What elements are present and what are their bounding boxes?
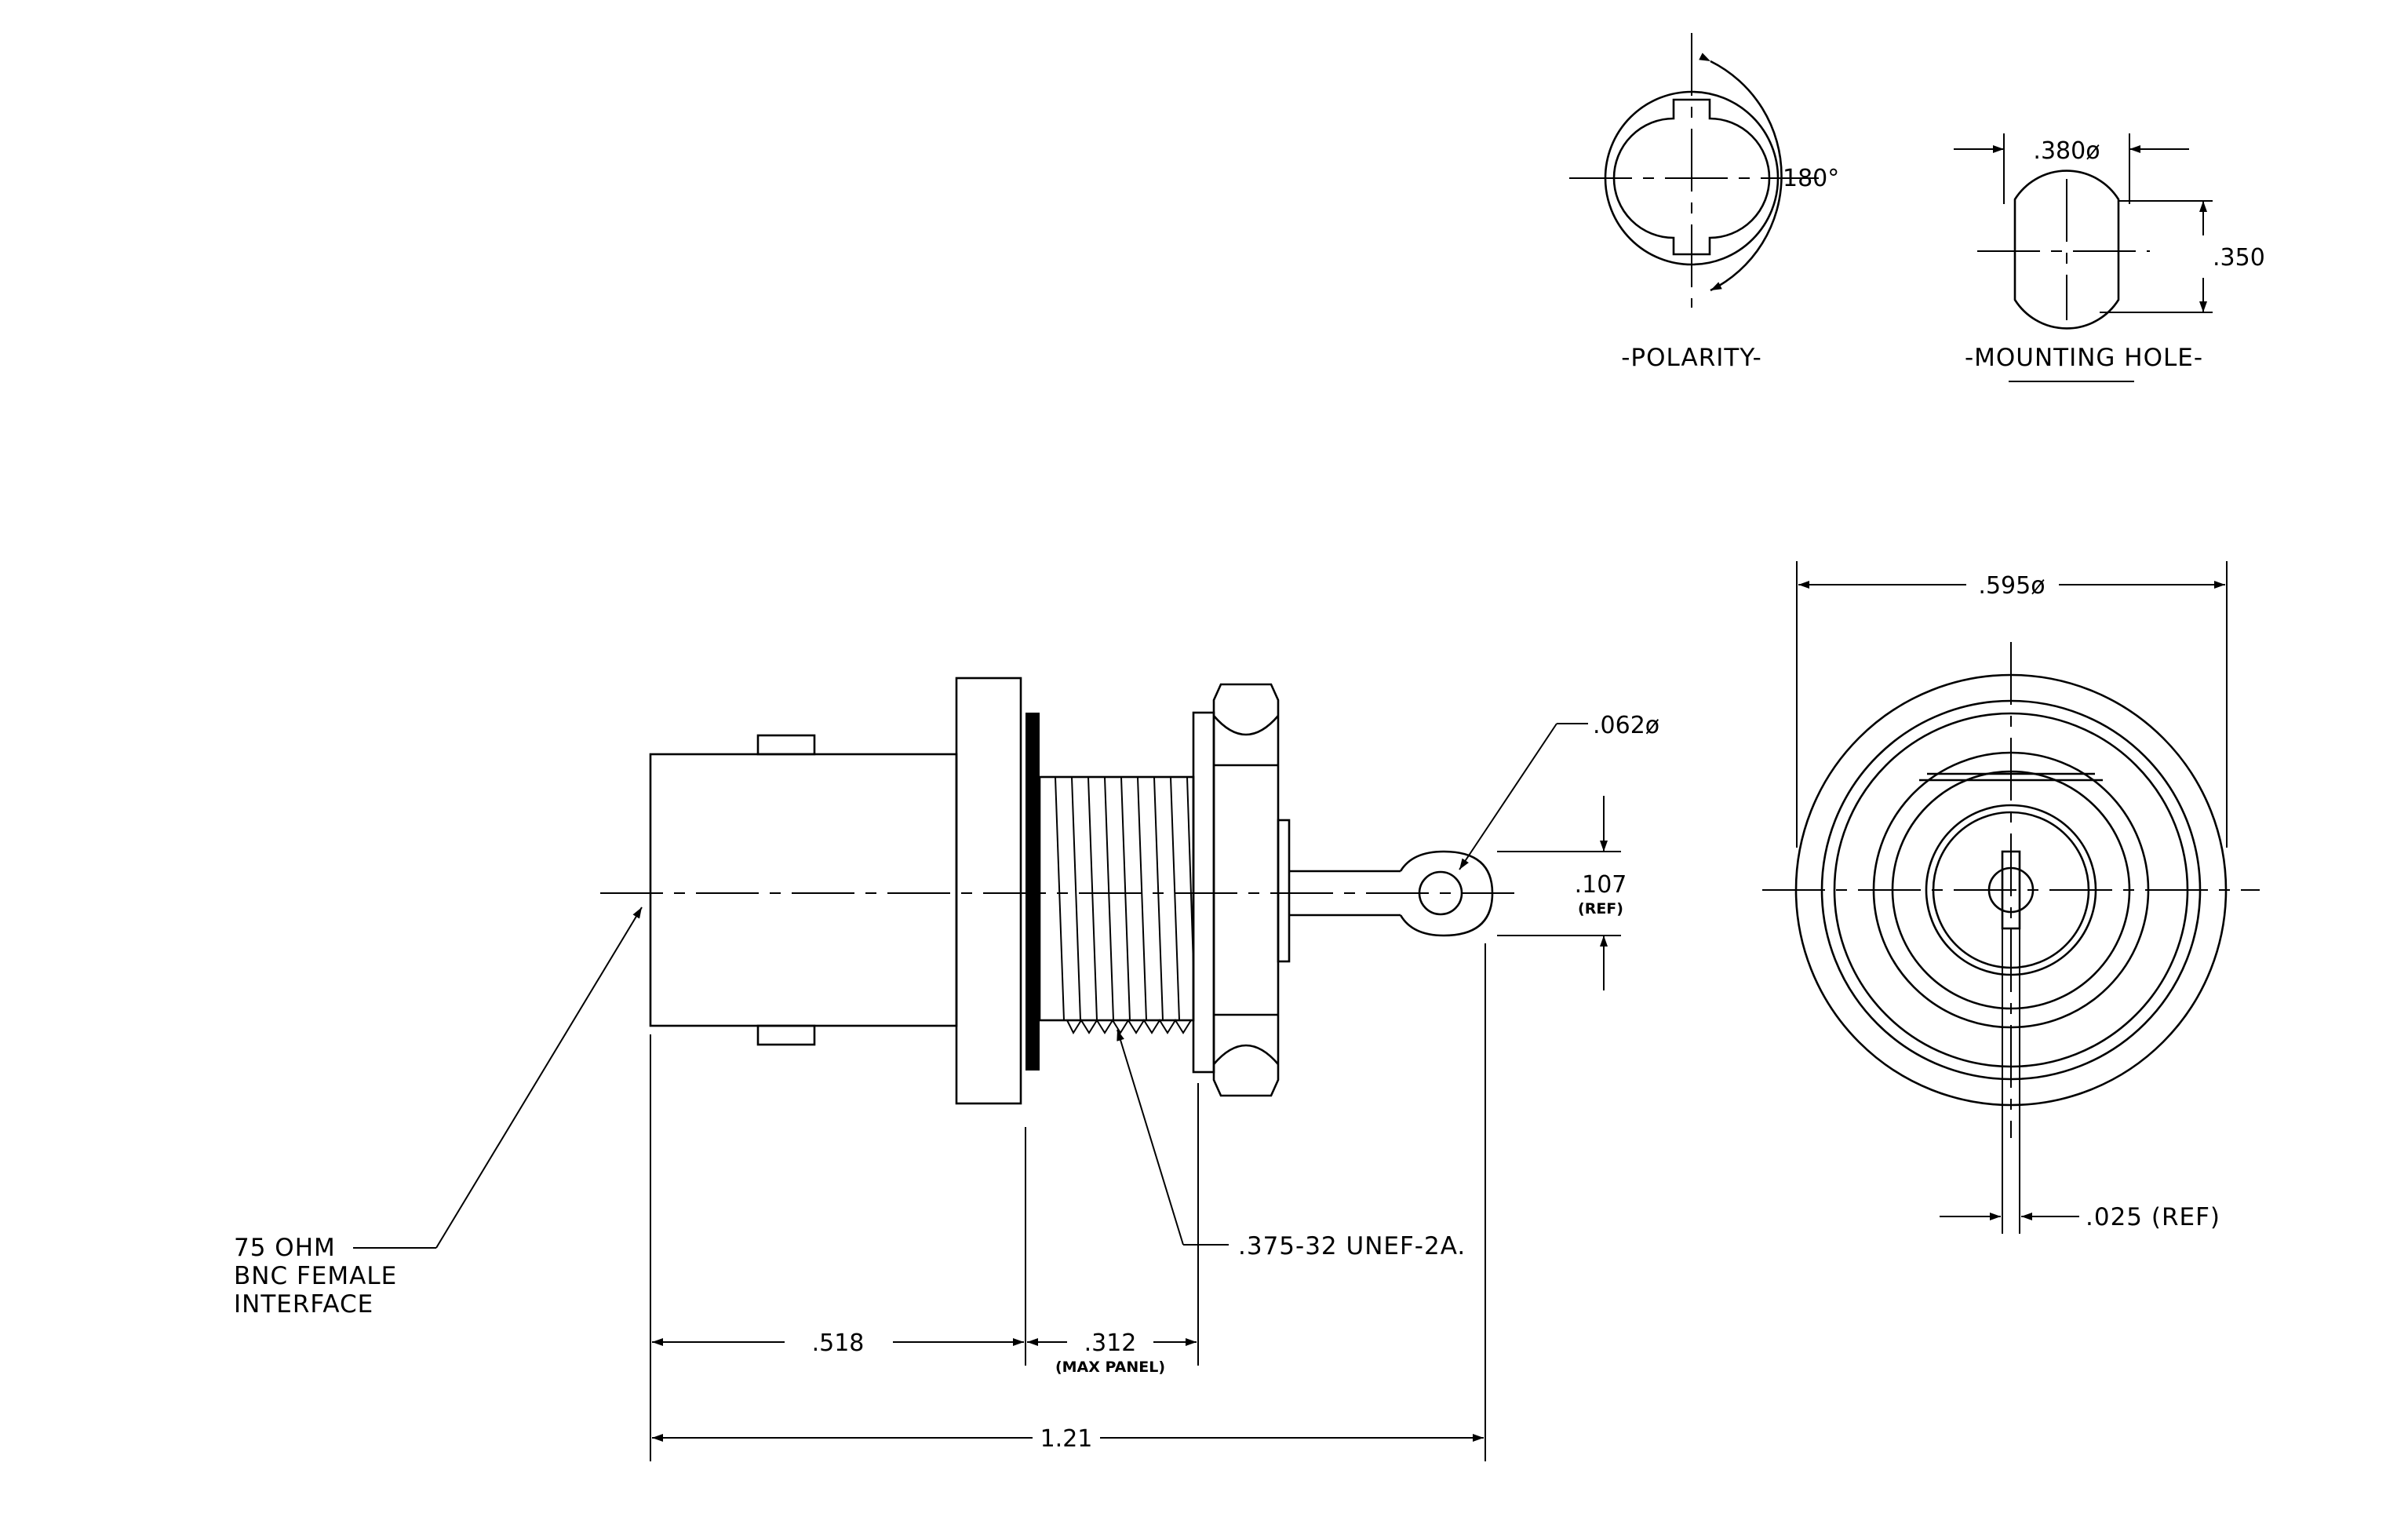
rear-diameter-dim: .595ø xyxy=(1978,572,2045,600)
rear-view-dimensions: .595ø .025 (REF) xyxy=(1796,561,2228,1231)
terminal-width-note: (REF) xyxy=(1578,900,1623,917)
interface-label-line1: 75 OHM xyxy=(234,1234,336,1262)
side-view xyxy=(600,677,1514,1105)
terminal-hole-dim: .062ø xyxy=(1593,712,1659,739)
rear-view xyxy=(1762,642,2260,1234)
dim-front: .518 xyxy=(812,1330,865,1357)
mounting-hole-width: .380ø xyxy=(2033,137,2100,165)
thread-spec: .375-32 UNEF-2A. xyxy=(1238,1232,1466,1260)
mounting-hole-view: .380ø .350 -MOUNTING HOLE- xyxy=(1954,133,2265,382)
dim-panel-note: (MAX PANEL) xyxy=(1055,1359,1165,1376)
mounting-hole-height: .350 xyxy=(2213,244,2265,272)
side-view-dimensions: 75 OHM BNC FEMALE INTERFACE .375-32 UNEF… xyxy=(234,712,1659,1461)
dim-overall: 1.21 xyxy=(1040,1425,1093,1453)
interface-label-line2: BNC FEMALE xyxy=(234,1262,397,1290)
interface-label-line3: INTERFACE xyxy=(234,1290,373,1319)
thread-lines xyxy=(1055,776,1194,1021)
mounting-hole-title: -MOUNTING HOLE- xyxy=(1965,344,2203,372)
rear-slot-dim: .025 (REF) xyxy=(2086,1203,2220,1231)
polarity-angle-label: 180° xyxy=(1783,165,1839,192)
dim-panel: .312 xyxy=(1084,1330,1137,1357)
polarity-title: -POLARITY- xyxy=(1621,344,1762,372)
polarity-view: 180° -POLARITY- xyxy=(1569,33,1839,372)
terminal-width-dim: .107 xyxy=(1575,871,1627,899)
